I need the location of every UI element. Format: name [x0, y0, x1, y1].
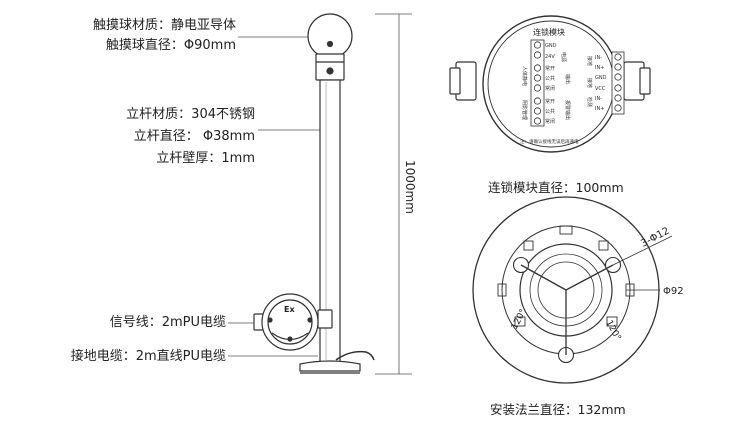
interlock-module: [449, 15, 651, 153]
term-left-3: 公共: [545, 75, 555, 82]
holes-label: 3-Φ12: [639, 226, 671, 250]
touch-ball: [307, 13, 353, 81]
pole-wall-label: 立杆壁厚：1mm: [156, 151, 255, 166]
module-note: 注：请确认接线无误后再通电: [520, 138, 579, 145]
term-right-1: IN+: [595, 65, 604, 71]
angle-right-label: 120°: [603, 319, 622, 343]
junction-box: [253, 293, 333, 351]
height-dimension: [375, 13, 412, 375]
ground-cable-label: 接地电缆：2m直线PU电缆: [70, 349, 226, 364]
flange-caption: 安装法兰直径：132mm: [490, 402, 626, 417]
ex-mark: Ex: [284, 305, 295, 314]
term-left-6: 公共: [545, 108, 555, 115]
group-left-2: 输出: [564, 74, 571, 84]
group-right-1: 接地: [586, 78, 593, 88]
pcd-label: Φ92: [663, 286, 684, 297]
term-right-4: IN-: [595, 96, 602, 102]
group-right-2: 检测: [586, 97, 593, 107]
pole-diameter-label: 立杆直径： Φ38mm: [133, 129, 255, 144]
ball-material-label: 触摸球材质：静电亚导体: [92, 18, 236, 33]
term-left-7: 常闭: [545, 118, 555, 125]
pole-material-label: 立杆材质：304不锈钢: [126, 107, 255, 122]
term-left-5: 常开: [545, 98, 555, 105]
module-caption: 连锁模块直径：100mm: [488, 180, 624, 195]
term-right-5: IN+: [595, 106, 604, 112]
height-dim-text: 1000mm: [403, 160, 417, 214]
group-right-0: 接地: [586, 56, 593, 66]
base-plate: [299, 360, 361, 374]
ball-diameter-label: 触摸球直径：Φ90mm: [105, 38, 236, 53]
term-left-0: GND: [545, 43, 557, 49]
ground-cable: [335, 350, 375, 361]
flange: [472, 196, 673, 384]
signal-line-label: 信号线：2mPU电缆: [109, 315, 226, 330]
term-right-3: VCC: [595, 86, 606, 92]
module-title: 连锁模块: [533, 27, 565, 37]
term-left-2: 常开: [545, 65, 555, 72]
group-left-0: 电源: [560, 52, 567, 62]
term-right-0: IN-: [595, 55, 602, 61]
term-left-4: 常闭: [545, 85, 555, 92]
group-side-1: 阴影管理: [521, 100, 528, 120]
group-left-3: 报警输出: [564, 100, 571, 120]
group-side-0: 人体静电: [521, 66, 528, 86]
term-left-1: 24V: [545, 54, 555, 60]
term-right-2: GND: [595, 75, 607, 81]
angle-left-label: 120°: [510, 308, 529, 332]
